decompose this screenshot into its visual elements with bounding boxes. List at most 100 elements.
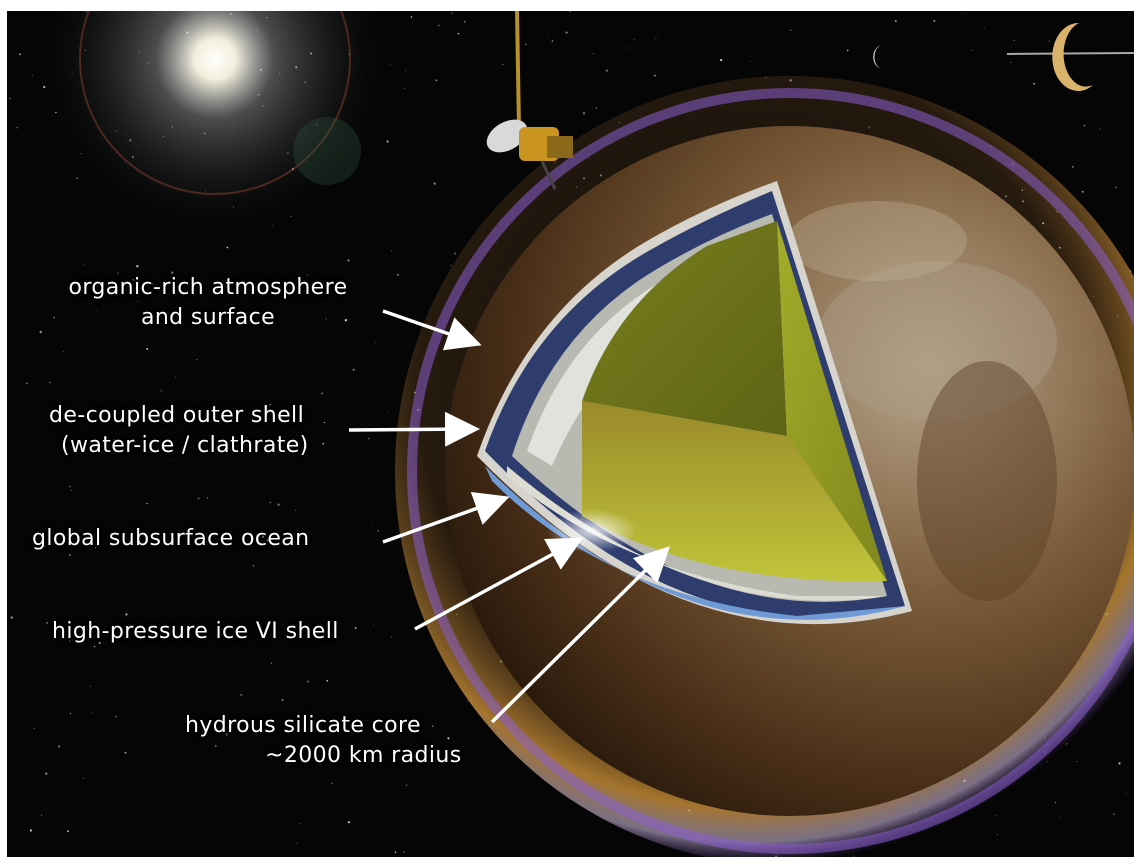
label-atmosphere: organic-rich atmosphere and surface (43, 273, 373, 333)
star (117, 272, 119, 274)
star (450, 264, 453, 267)
core-face-right (777, 221, 887, 581)
star (40, 814, 43, 816)
star (352, 368, 355, 371)
star (1118, 762, 1121, 765)
label-core: hydrous silicate core ~2000 km radius (185, 711, 495, 771)
core-face-bottom (582, 401, 887, 582)
star (83, 777, 85, 779)
star (226, 246, 229, 249)
star (132, 279, 134, 281)
star (322, 442, 325, 445)
star (49, 381, 51, 384)
star (270, 662, 273, 665)
star (299, 822, 301, 825)
star (655, 37, 657, 39)
star (325, 318, 327, 320)
star (477, 40, 479, 41)
star (438, 24, 440, 26)
star (197, 497, 200, 500)
spacecraft-icon (486, 11, 573, 190)
star (53, 316, 55, 319)
star (653, 74, 656, 77)
star (593, 53, 594, 54)
star (1083, 124, 1086, 127)
star (1042, 798, 1043, 800)
lens-flare (293, 117, 361, 185)
star (69, 712, 72, 714)
star (296, 842, 298, 844)
star (214, 744, 217, 748)
star (1013, 39, 1015, 42)
star (39, 330, 42, 334)
core-face-left (582, 221, 787, 436)
star (633, 38, 635, 40)
star (175, 376, 177, 378)
star (207, 497, 208, 499)
star (83, 264, 85, 266)
label-outer-shell: de-coupled outer shell (water-ice / clat… (49, 401, 349, 461)
star (146, 502, 148, 505)
star (625, 47, 628, 49)
surface-texture (787, 201, 1057, 601)
star (996, 834, 998, 836)
star (89, 685, 91, 687)
label-atmosphere-line1: organic-rich atmosphere (68, 275, 348, 300)
titan-interior-scene (7, 11, 1134, 857)
star (114, 715, 118, 718)
star (16, 126, 19, 129)
star (195, 358, 198, 361)
star (266, 539, 269, 542)
star (98, 642, 101, 644)
arrow-ice-vi (414, 537, 584, 631)
star (43, 85, 46, 89)
star (971, 49, 973, 52)
star (790, 29, 792, 31)
star (146, 347, 149, 351)
star (525, 43, 527, 46)
star (58, 745, 61, 748)
star (605, 69, 608, 72)
star (388, 411, 389, 413)
star (547, 37, 549, 39)
star (374, 342, 376, 344)
star (70, 490, 72, 492)
star (294, 509, 297, 512)
star (46, 621, 49, 624)
star (69, 640, 71, 642)
star (386, 140, 389, 143)
star (319, 632, 320, 634)
star (1115, 186, 1117, 189)
star (378, 304, 380, 306)
star (451, 12, 453, 14)
star (422, 755, 423, 757)
star (160, 389, 163, 392)
star (95, 310, 97, 312)
star (269, 404, 271, 406)
label-ocean: global subsurface ocean (32, 526, 310, 551)
star (983, 27, 985, 28)
star (272, 224, 273, 226)
star (277, 503, 280, 506)
star (435, 79, 438, 82)
star (67, 830, 69, 833)
core-glint (547, 509, 637, 553)
star (403, 851, 405, 853)
star (32, 74, 34, 76)
star (306, 274, 308, 276)
arrow-atmosphere (382, 309, 482, 351)
star (569, 11, 572, 12)
star (1048, 40, 1050, 42)
star (390, 635, 393, 638)
star (433, 182, 436, 185)
sun-lens-ring (79, 11, 351, 195)
star (502, 63, 504, 66)
star (301, 626, 303, 627)
star (94, 547, 97, 549)
star (1072, 166, 1074, 168)
star (262, 535, 265, 538)
star (1112, 813, 1116, 816)
label-outer-shell-line2: (water-ice / clathrate) (61, 433, 309, 458)
star (170, 459, 171, 460)
star (25, 382, 28, 385)
